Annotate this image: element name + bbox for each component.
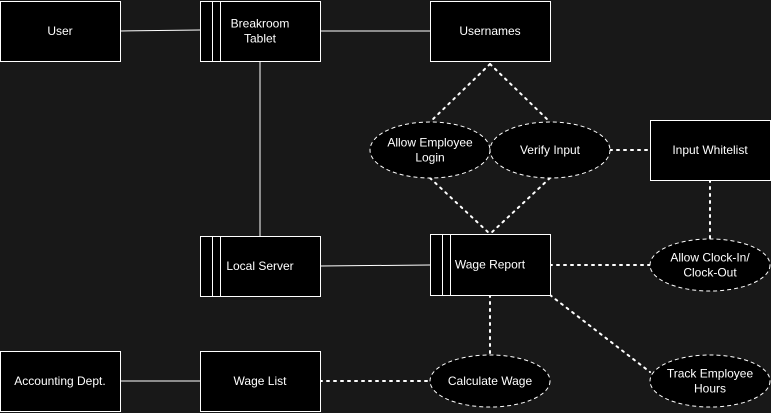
wage-report-label-line-1: Wage Report	[455, 258, 526, 272]
verify-input-label-line-1: Verify Input	[520, 143, 581, 157]
allow-employee-login-label-line-2: Login	[415, 151, 444, 165]
node-wage-list[interactable]: Wage List	[200, 351, 321, 412]
input-whitelist-box	[650, 120, 771, 181]
accounting-dept-box	[0, 351, 121, 412]
edge-local-server-to-wage-report	[319, 264, 431, 267]
user-box	[0, 1, 121, 62]
local-server-label-line-1: Local Server	[226, 259, 293, 273]
node-wage-report[interactable]: Wage Report	[430, 234, 551, 296]
edge-usernames-to-allow-employee-login	[429, 63, 491, 123]
edge-verify-input-to-wage-report	[489, 177, 551, 235]
verify-input-ellipse	[489, 121, 611, 179]
node-input-whitelist[interactable]: Input Whitelist	[650, 120, 771, 181]
node-verify-input[interactable]: Verify Input	[489, 121, 611, 179]
node-accounting-dept[interactable]: Accounting Dept.	[0, 351, 121, 412]
track-employee-hours-ellipse	[649, 354, 771, 408]
node-calculate-wage[interactable]: Calculate Wage	[429, 354, 551, 408]
calculate-wage-ellipse	[429, 354, 551, 408]
edge-usernames-to-verify-input	[489, 63, 551, 123]
edge-user-to-breakroom-tablet	[119, 29, 201, 32]
usernames-box	[430, 1, 551, 62]
input-whitelist-label-line-1: Input Whitelist	[672, 143, 748, 157]
edge-wage-report-to-track-employee-hours	[549, 294, 651, 373]
track-employee-hours-label-line-1: Track Employee	[667, 367, 754, 381]
node-usernames[interactable]: Usernames	[430, 1, 551, 62]
allow-employee-login-label-line-1: Allow Employee	[387, 136, 473, 150]
calculate-wage-label-line-1: Calculate Wage	[448, 374, 533, 388]
edge-allow-employee-login-to-wage-report	[429, 177, 491, 235]
node-local-server[interactable]: Local Server	[200, 236, 321, 297]
breakroom-tablet-label-line-2: Tablet	[244, 32, 277, 46]
breakroom-tablet-label-line-1: Breakroom	[231, 17, 290, 31]
accounting-dept-label-line-1: Accounting Dept.	[14, 374, 105, 388]
allow-clock-in-label-line-2: Clock-Out	[683, 266, 737, 280]
usernames-label-line-1: Usernames	[459, 24, 520, 38]
edges-layer	[119, 29, 711, 382]
allow-clock-in-label-line-1: Allow Clock-In/	[670, 251, 750, 265]
user-label-line-1: User	[47, 24, 72, 38]
allow-clock-in-ellipse	[649, 238, 771, 292]
wage-list-box	[200, 351, 321, 412]
node-user[interactable]: User	[0, 1, 121, 62]
track-employee-hours-label-line-2: Hours	[694, 382, 726, 396]
wage-list-label-line-1: Wage List	[234, 374, 288, 388]
node-allow-clock-in[interactable]: Allow Clock-In/Clock-Out	[649, 238, 771, 292]
